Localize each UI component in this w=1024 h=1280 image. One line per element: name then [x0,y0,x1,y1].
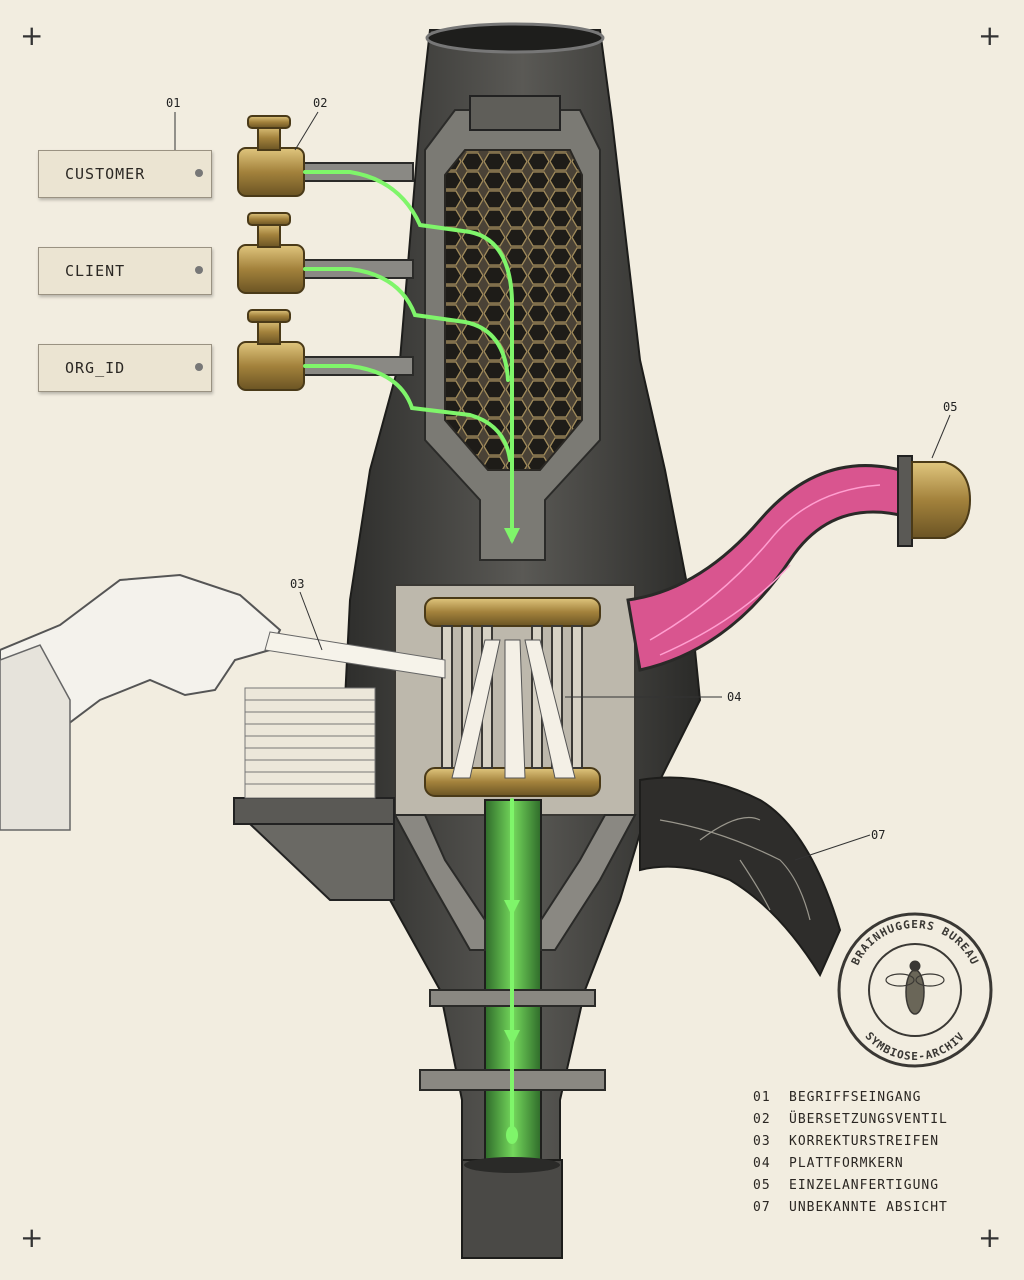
translation-valves [237,115,414,391]
callout-01: 01 [166,96,181,110]
corner-mark-tl: + [20,19,44,52]
legend-label: UNBEKANNTE ABSICHT [789,1200,948,1215]
tag-hole [195,266,203,274]
stamp-top-text: BRAINHUGGERS BUREAU [849,918,980,967]
unknown-intent-branch [639,776,842,978]
legend-label: EINZELANFERTIGUNG [789,1178,940,1193]
legend-number: 02 [753,1112,771,1127]
tag-label: ORG_ID [65,359,126,377]
legend-label: ÜBERSETZUNGSVENTIL [789,1112,948,1127]
callout-03: 03 [290,577,305,591]
tag-customer: CUSTOMER [38,150,212,198]
legend-label: BEGRIFFSEINGANG [789,1090,922,1105]
callout-05: 05 [943,400,958,414]
legend-item: 05 EINZELANFERTIGUNG [753,1178,939,1193]
correction-card-stack [244,687,376,799]
archive-stamp [837,912,993,1068]
corner-mark-tr: + [978,19,1002,52]
callout-02: 02 [313,96,328,110]
callout-04: 04 [727,690,742,704]
legend-label: KORREKTURSTREIFEN [789,1134,940,1149]
corner-mark-bl: + [20,1221,44,1254]
legend-number: 07 [753,1200,771,1215]
tag-hole [195,363,203,371]
corner-mark-br: + [978,1221,1002,1254]
legend-item: 01 BEGRIFFSEINGANG [753,1090,921,1105]
tag-client: CLIENT [38,247,212,295]
callout-07: 07 [871,828,886,842]
legend-item: 04 PLATTFORMKERN [753,1156,904,1171]
tag-label: CLIENT [65,262,126,280]
legend-number: 03 [753,1134,771,1149]
concept-flow-lines [303,170,514,1132]
legend-item: 07 UNBEKANNTE ABSICHT [753,1200,948,1215]
legend-item: 03 KORREKTURSTREIFEN [753,1134,939,1149]
legend-number: 05 [753,1178,771,1193]
legend-label: PLATTFORMKERN [789,1156,904,1171]
legend-item: 02 ÜBERSETZUNGSVENTIL [753,1112,948,1127]
svg-text:BRAINHUGGERS BUREAU: BRAINHUGGERS BUREAU [849,918,981,967]
brass-cap [911,461,972,539]
platform-core-ring-top [424,597,601,627]
tag-label: CUSTOMER [65,165,146,183]
correction-strip [264,631,446,679]
legend-number: 04 [753,1156,771,1171]
legend-number: 01 [753,1090,771,1105]
tag-hole [195,169,203,177]
tag-org-id: ORG_ID [38,344,212,392]
